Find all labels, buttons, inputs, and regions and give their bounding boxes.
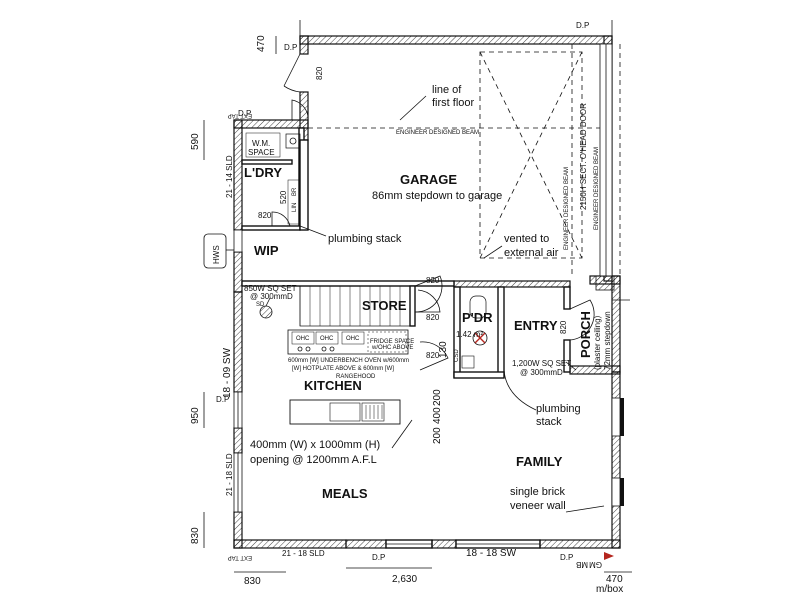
note-first-floor-1: line of: [432, 84, 462, 96]
note-csd: CSD: [454, 349, 460, 362]
windows: [233, 43, 624, 545]
dim-sw-1: 18 - 09 SW: [222, 347, 233, 398]
note-dp-5: D.P: [372, 553, 385, 562]
note-lin: LIN: [292, 203, 298, 212]
room-laundry: L'DRY: [244, 165, 282, 180]
note-dp-3: D.P: [576, 21, 589, 30]
note-vented-1: vented to: [504, 233, 549, 245]
dim-2630: 2,630: [392, 574, 417, 585]
note-mbox: m/box: [596, 584, 623, 595]
note-first-floor-2: first floor: [432, 97, 475, 109]
room-garage: GARAGE: [400, 172, 457, 187]
leader-lines: [265, 95, 605, 513]
dim-820-store-a: 820: [426, 276, 440, 285]
note-sq-set-1: 850W SQ SET: [244, 284, 297, 293]
note-mb: MB: [576, 560, 588, 569]
note-ohead-door: 2150H SECT. O'HEAD DOOR: [579, 103, 588, 210]
dim-820-store-b: 820: [426, 313, 440, 322]
dim-sw-2: 18 - 18 SW: [466, 548, 517, 559]
note-dp-6: D.P: [560, 553, 573, 562]
note-sq-set-2b: @ 300mmD: [520, 368, 563, 377]
dim-130: 130: [438, 341, 449, 358]
dim-830-side: 830: [190, 527, 201, 544]
dim-520: 520: [279, 190, 288, 204]
note-window-2: opening @ 1200mm A.F.L: [250, 454, 377, 466]
note-plumbing-stack-2b: stack: [536, 416, 562, 428]
note-area: 1.42 m²: [456, 330, 483, 339]
note-hws: HWS: [212, 245, 221, 264]
dim-830-bottom: 830: [244, 576, 261, 587]
note-sq-set-2: 1,200W SQ SET: [512, 359, 571, 368]
room-meals: MEALS: [322, 486, 368, 501]
note-porch-step: 72mm stepdown: [603, 311, 612, 370]
doors: [271, 44, 630, 371]
note-sq-set-1b: @ 300mmD: [250, 292, 293, 301]
note-ohc-2: OHC: [320, 336, 334, 342]
room-labels: GARAGE L'DRY WIP STORE P'DR ENTRY PORCH …: [244, 165, 593, 501]
room-family: FAMILY: [516, 454, 563, 469]
dim-820-entry: 820: [559, 320, 568, 334]
note-fridge-1: FRIDGE SPACE: [370, 339, 414, 345]
note-beam-h: ENGINEER DESIGNED BEAM: [396, 130, 479, 136]
dim-sld-2: 21 - 18 SLD: [225, 453, 234, 496]
note-vented-2: external air: [504, 247, 559, 259]
note-hob-1: 600mm [W] UNDERBENCH OVEN w/600mm: [288, 358, 409, 364]
staircase: [299, 285, 411, 327]
dim-820-pdr: 820: [426, 351, 440, 360]
note-plumbing-stack-2a: plumbing: [536, 403, 581, 415]
dim-sld-1: 21 - 14 SLD: [225, 155, 234, 198]
dim-sld-3: 21 - 18 SLD: [282, 549, 325, 558]
dim-200b: 200: [432, 389, 443, 406]
kitchen-joinery: [203, 132, 615, 560]
room-entry: ENTRY: [514, 318, 558, 333]
room-store: STORE: [362, 298, 407, 313]
note-beam-v2: ENGINEER DESIGNED BEAM: [594, 147, 600, 230]
note-gm: GM: [589, 560, 602, 569]
note-br: BR: [292, 187, 298, 196]
note-hob-2: [W] HOTPLATE ABOVE & 600mm [W]: [292, 366, 394, 372]
room-wip: WIP: [254, 243, 279, 258]
note-plumbing-stack-1: plumbing stack: [328, 233, 402, 245]
note-ohc-1: OHC: [296, 336, 310, 342]
garage-zone: [308, 44, 600, 276]
note-ext-tap-1: EXT TAP: [228, 112, 252, 118]
dim-820-garage: 820: [315, 66, 324, 80]
dim-470-bottom: 470: [606, 574, 623, 585]
note-ext-tap-2: EXT TAP: [228, 554, 252, 560]
note-ohc-3: OHC: [346, 336, 360, 342]
dim-200: 200: [432, 427, 443, 444]
note-brick-1: single brick: [510, 486, 566, 498]
room-pdr: P'DR: [462, 310, 493, 325]
note-porch-ceiling: (plaster ceiling): [593, 315, 602, 370]
note-wm-2: SPACE: [248, 148, 275, 157]
note-dp-4: D.P: [216, 395, 229, 404]
note-fridge-2: w/OHC ABOVE: [371, 345, 413, 351]
room-kitchen: KITCHEN: [304, 378, 362, 393]
note-hob-3: RANGEHOOD: [336, 374, 376, 380]
dim-400: 400: [432, 407, 443, 424]
note-dp-2: D.P: [238, 109, 251, 118]
dim-820-ldry: 820: [258, 211, 272, 220]
note-wm-1: W.M.: [252, 139, 270, 148]
dimension-lines: [203, 20, 632, 573]
dimension-labels: 470 590 950 830 830 2,630 470 820 820 82…: [190, 35, 623, 587]
note-dp-1: D.P: [284, 43, 297, 52]
dim-470-top: 470: [256, 35, 267, 52]
dim-950: 950: [190, 407, 201, 424]
note-beam-v1: ENGINEER DESIGNED BEAM: [564, 167, 570, 250]
note-garage-step: 86mm stepdown to garage: [372, 190, 502, 202]
dim-590: 590: [190, 133, 201, 150]
note-window-1: 400mm (W) x 1000mm (H): [250, 439, 380, 451]
annotations: 86mm stepdown to garage line of first fl…: [212, 21, 623, 595]
note-brick-2: veneer wall: [510, 500, 566, 512]
room-porch: PORCH: [578, 311, 593, 358]
note-sd: SD: [256, 302, 265, 308]
